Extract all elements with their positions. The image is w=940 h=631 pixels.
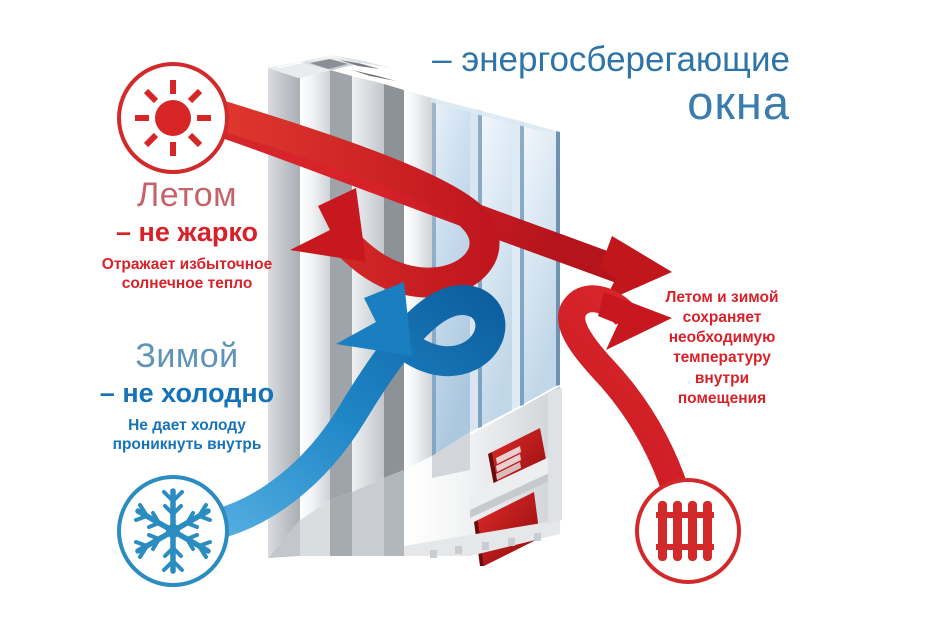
sun-icon [117,62,229,174]
cold-blocked-arrow [193,282,506,543]
window-frame-back [268,62,330,558]
sun-heat-reflected-arrow [205,97,500,298]
profile-top-chambers [268,55,396,81]
radiator-icon [635,478,741,584]
indoor-heat-retained-arrow [558,285,689,497]
profile-bottom-cutaway [268,386,562,566]
snowflake-icon [117,475,229,587]
